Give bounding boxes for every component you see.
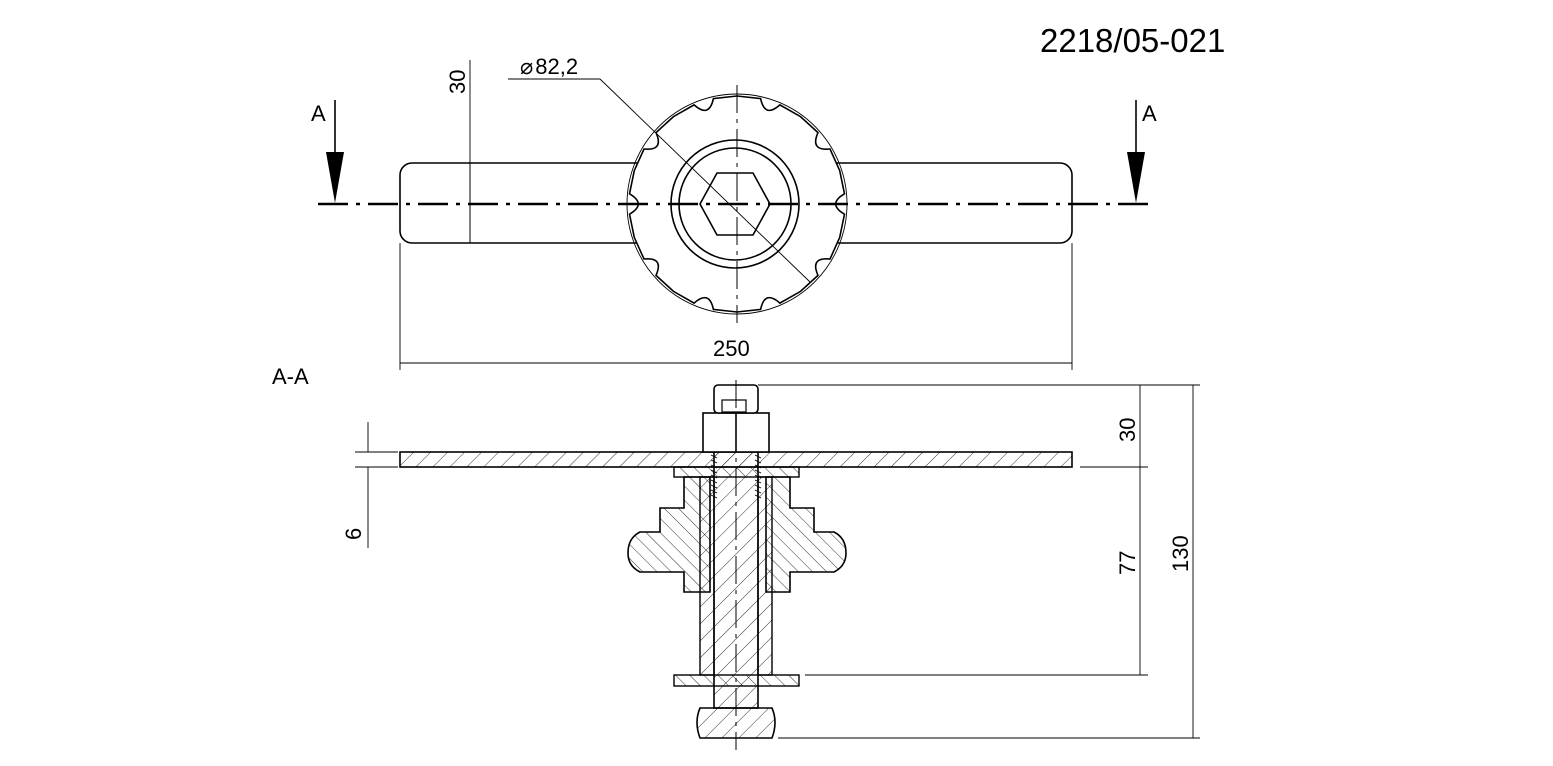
thread-tick [754,489,762,494]
section-mark-right: A [1142,101,1157,126]
bar-height-label: 30 [445,70,470,94]
thread-tick [754,459,762,464]
total-height-label: 130 [1168,535,1193,572]
length-label: 250 [713,336,750,361]
thread-marks [710,454,762,499]
thread-tick [710,469,718,474]
section-arrow-right-icon [1127,152,1145,203]
thread-tick [754,469,762,474]
section-title: A-A [272,364,309,389]
sleeve-right [757,476,773,676]
thread-tick [710,474,718,479]
nut-height-label: 30 [1115,418,1140,442]
thread-tick [710,464,718,469]
thread-tick [754,484,762,489]
plate-thickness-label: 6 [341,528,366,540]
sprocket-section [627,476,711,593]
diameter-label: ⌀82,2 [520,54,578,79]
thread-tick [710,454,718,459]
thread-tick [754,474,762,479]
sleeve-left [699,476,715,676]
section-arrow-left-icon [326,152,344,203]
section-mark-left: A [311,101,326,126]
body-height-label: 77 [1115,551,1140,575]
thread-tick [710,489,718,494]
thread-tick [754,479,762,484]
thread-tick [754,454,762,459]
thread-tick [710,459,718,464]
thread-tick [754,464,762,469]
top-hex [721,399,747,413]
thread-tick [754,494,762,499]
thread-tick [710,484,718,489]
sprocket-section-right [765,476,847,593]
thread-tick [710,479,718,484]
drawing-number: 2218/05-021 [1040,22,1225,59]
top-view: A A ⌀82,2 30 250 [311,54,1157,370]
diameter-leader [599,78,811,283]
section-view: 30 77 130 6 [341,380,1200,750]
thread-tick [710,494,718,499]
